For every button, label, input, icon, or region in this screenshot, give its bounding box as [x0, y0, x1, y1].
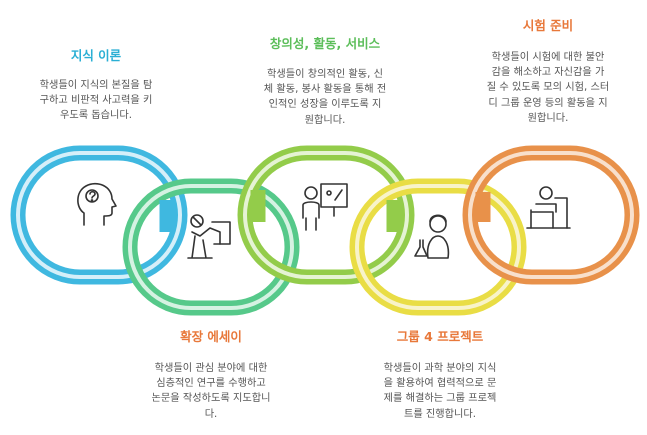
item-desc: 학생들이 창의적인 활동, 신 체 활동, 봉사 활동을 통해 전 인적인 성장… [263, 69, 387, 126]
item-title: 창의성, 활동, 서비스 [269, 36, 381, 51]
chain-link-2 [122, 178, 300, 316]
chain-link-5 [462, 145, 640, 285]
chain-link-3 [237, 145, 415, 285]
item-desc: 학생들이 시험에 대한 불안 감을 해소하고 자신감을 가 질 수 있도록 모의… [486, 52, 610, 124]
research-person-icon [187, 214, 231, 259]
chain-link-1 [10, 145, 188, 285]
item-title: 그룹 4 프로젝트 [396, 329, 484, 344]
item-block-4: 그룹 4 프로젝트 학생들이 과학 분야의 지식 을 활용하여 협력적으로 문 … [360, 326, 520, 422]
chain-link-4 [349, 178, 527, 316]
item-title: 시험 준비 [522, 18, 574, 33]
artist-easel-icon [302, 183, 348, 231]
item-block-1: 지식 이론 학생들이 지식의 본질을 탐 구하고 비판적 사고력을 키 우도록 … [20, 45, 172, 124]
item-block-2: 확장 에세이 학생들이 관심 분야에 대한 심층적인 연구를 수행하고 논문을 … [130, 326, 292, 422]
exam-desk-icon [526, 186, 571, 229]
item-block-3: 창의성, 활동, 서비스 학생들이 창의적인 활동, 신 체 활동, 봉사 활동… [233, 33, 417, 128]
item-desc: 학생들이 관심 분야에 대한 심층적인 연구를 수행하고 논문을 작성하도록 지… [151, 363, 271, 420]
item-block-5: 시험 준비 학생들이 시험에 대한 불안 감을 해소하고 자신감을 가 질 수 … [461, 15, 635, 126]
item-desc: 학생들이 과학 분야의 지식 을 활용하여 협력적으로 문 제를 해결하는 그룹… [383, 363, 497, 420]
item-title: 지식 이론 [70, 48, 122, 63]
scientist-flask-icon [414, 214, 450, 259]
question-head-icon [77, 182, 117, 226]
item-title: 확장 에세이 [180, 329, 242, 344]
item-desc: 학생들이 지식의 본질을 탐 구하고 비판적 사고력을 키 우도록 돕습니다. [39, 80, 153, 122]
